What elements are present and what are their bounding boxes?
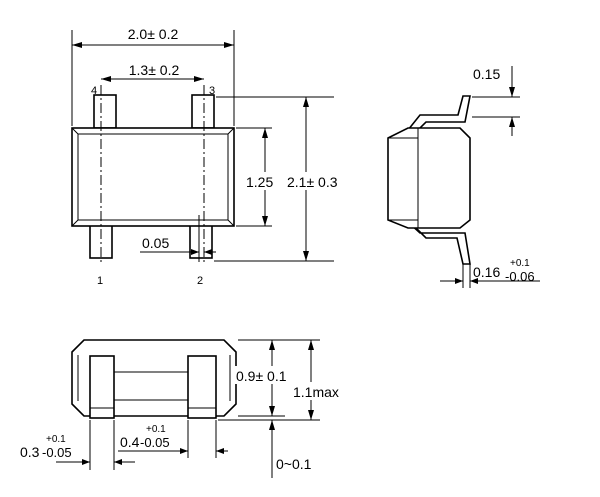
dim-lead-b-plus: +0.1 bbox=[146, 424, 166, 435]
side-lower-lead bbox=[407, 221, 471, 265]
dim-body-width: 1.25 bbox=[246, 174, 273, 190]
dim-overall-width: 2.0± 0.2 bbox=[128, 26, 179, 42]
side-body bbox=[387, 127, 471, 229]
dim-lead-pitch: 1.3± 0.2 bbox=[129, 62, 180, 78]
dim-lead-a-minus: -0.05 bbox=[42, 445, 72, 460]
front-view: 0.9± 0.1 1.1max 0~0.1 0.3 +0.1 -0.05 0.4… bbox=[20, 339, 351, 478]
dim-lead-width-base: 0.16 bbox=[473, 264, 500, 280]
dim-lead-b-minus: -0.05 bbox=[140, 435, 170, 450]
pin-1-label: 1 bbox=[97, 275, 103, 287]
lead-3 bbox=[191, 94, 215, 129]
lead-4 bbox=[93, 94, 117, 129]
pin-3-label: 3 bbox=[209, 85, 215, 97]
dim-offset: 0.05 bbox=[142, 235, 169, 251]
top-body-inner bbox=[77, 133, 229, 221]
front-lead-right bbox=[187, 355, 217, 419]
dim-lead-thickness: 0.15 bbox=[473, 66, 500, 82]
dim-max-height: 1.1max bbox=[293, 384, 339, 400]
dim-lead-a-base: 0.3 bbox=[20, 444, 40, 460]
top-view: 2.0± 0.2 1.3± 0.2 4 3 1 2 1.25 2.1± 0.3 … bbox=[71, 26, 349, 287]
front-lead-left bbox=[89, 355, 115, 419]
side-upper-lead bbox=[407, 95, 471, 135]
dim-lead-width-minus: -0.06 bbox=[505, 269, 535, 284]
pin-4-label: 4 bbox=[91, 85, 97, 97]
dim-standoff: 0~0.1 bbox=[276, 456, 312, 472]
pin-2-label: 2 bbox=[197, 275, 203, 287]
top-body-outline bbox=[71, 127, 235, 227]
dim-lead-width-plus: +0.1 bbox=[510, 258, 530, 269]
dim-lead-b-base: 0.4 bbox=[120, 434, 140, 450]
dim-lead-a-plus: +0.1 bbox=[46, 434, 66, 445]
side-view: 0.15 0.16 +0.1 -0.06 bbox=[387, 66, 540, 288]
dim-overall-height: 2.1± 0.3 bbox=[287, 174, 338, 190]
dim-body-height: 0.9± 0.1 bbox=[236, 368, 287, 384]
